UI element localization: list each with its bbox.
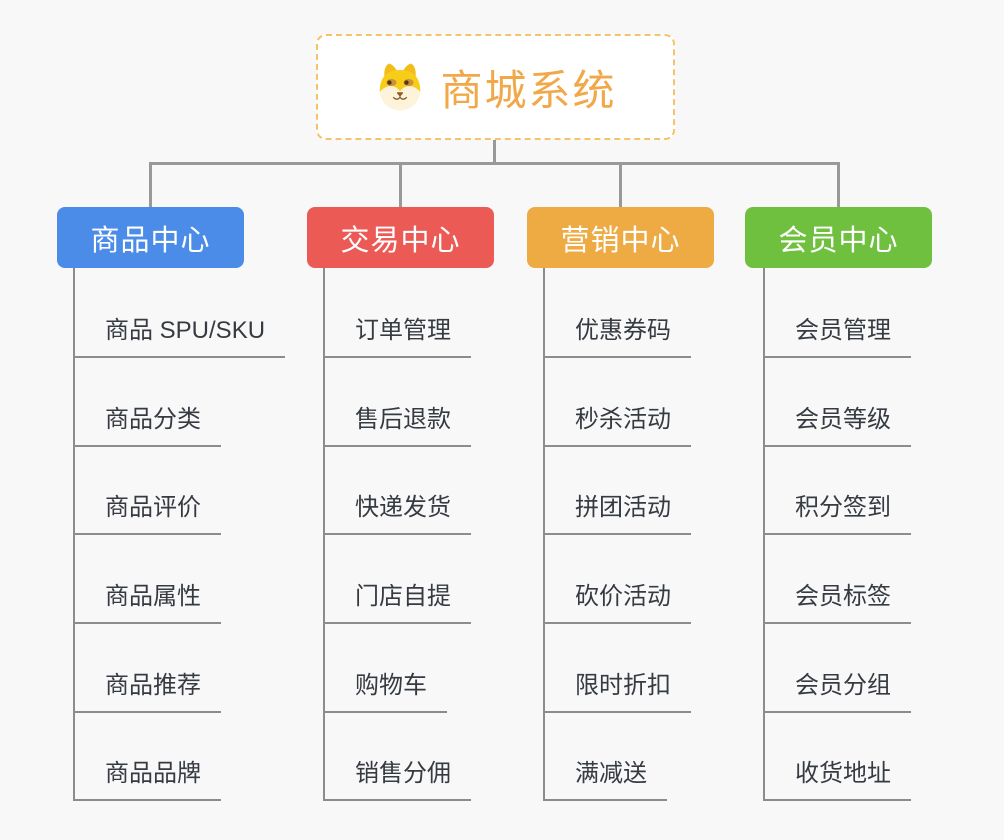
branch-node-member-center[interactable]: 会员中心 <box>745 207 932 268</box>
child-topic[interactable]: 购物车 <box>323 671 447 713</box>
child-topic[interactable]: 秒杀活动 <box>543 405 691 447</box>
branch-node-trade-center[interactable]: 交易中心 <box>307 207 494 268</box>
shiba-dog-icon <box>374 61 426 113</box>
branch-node-marketing-center[interactable]: 营销中心 <box>527 207 714 268</box>
child-topic[interactable]: 会员分组 <box>763 671 911 713</box>
drop-line <box>837 162 840 208</box>
child-topic[interactable]: 订单管理 <box>323 316 471 358</box>
child-topic[interactable]: 商品 SPU/SKU <box>73 316 286 358</box>
branch-bus-line <box>149 162 840 165</box>
child-topic[interactable]: 积分签到 <box>763 493 911 535</box>
child-topic[interactable]: 商品分类 <box>73 405 221 447</box>
root-stem-line <box>493 140 496 164</box>
drop-line <box>149 162 152 208</box>
child-topic[interactable]: 会员管理 <box>763 316 911 358</box>
child-topic[interactable]: 拼团活动 <box>543 493 691 535</box>
child-topic[interactable]: 优惠券码 <box>543 316 691 358</box>
child-topic[interactable]: 满减送 <box>543 759 667 801</box>
child-topic[interactable]: 售后退款 <box>323 405 471 447</box>
child-topic[interactable]: 会员等级 <box>763 405 911 447</box>
child-topic[interactable]: 销售分佣 <box>323 759 471 801</box>
child-topic[interactable]: 砍价活动 <box>543 582 691 624</box>
child-topic[interactable]: 限时折扣 <box>543 671 691 713</box>
drop-line <box>619 162 622 208</box>
root-node-mall-system[interactable]: 商城系统 <box>316 34 675 140</box>
child-topic[interactable]: 商品品牌 <box>73 759 221 801</box>
child-topic[interactable]: 商品属性 <box>73 582 221 624</box>
child-topic[interactable]: 快递发货 <box>323 493 471 535</box>
child-topic[interactable]: 商品推荐 <box>73 671 221 713</box>
child-topic[interactable]: 会员标签 <box>763 582 911 624</box>
child-topic[interactable]: 收货地址 <box>763 759 911 801</box>
drop-line <box>399 162 402 208</box>
branch-node-product-center[interactable]: 商品中心 <box>57 207 244 268</box>
child-topic[interactable]: 门店自提 <box>323 582 471 624</box>
root-title: 商城系统 <box>440 66 617 114</box>
child-topic[interactable]: 商品评价 <box>73 493 221 535</box>
